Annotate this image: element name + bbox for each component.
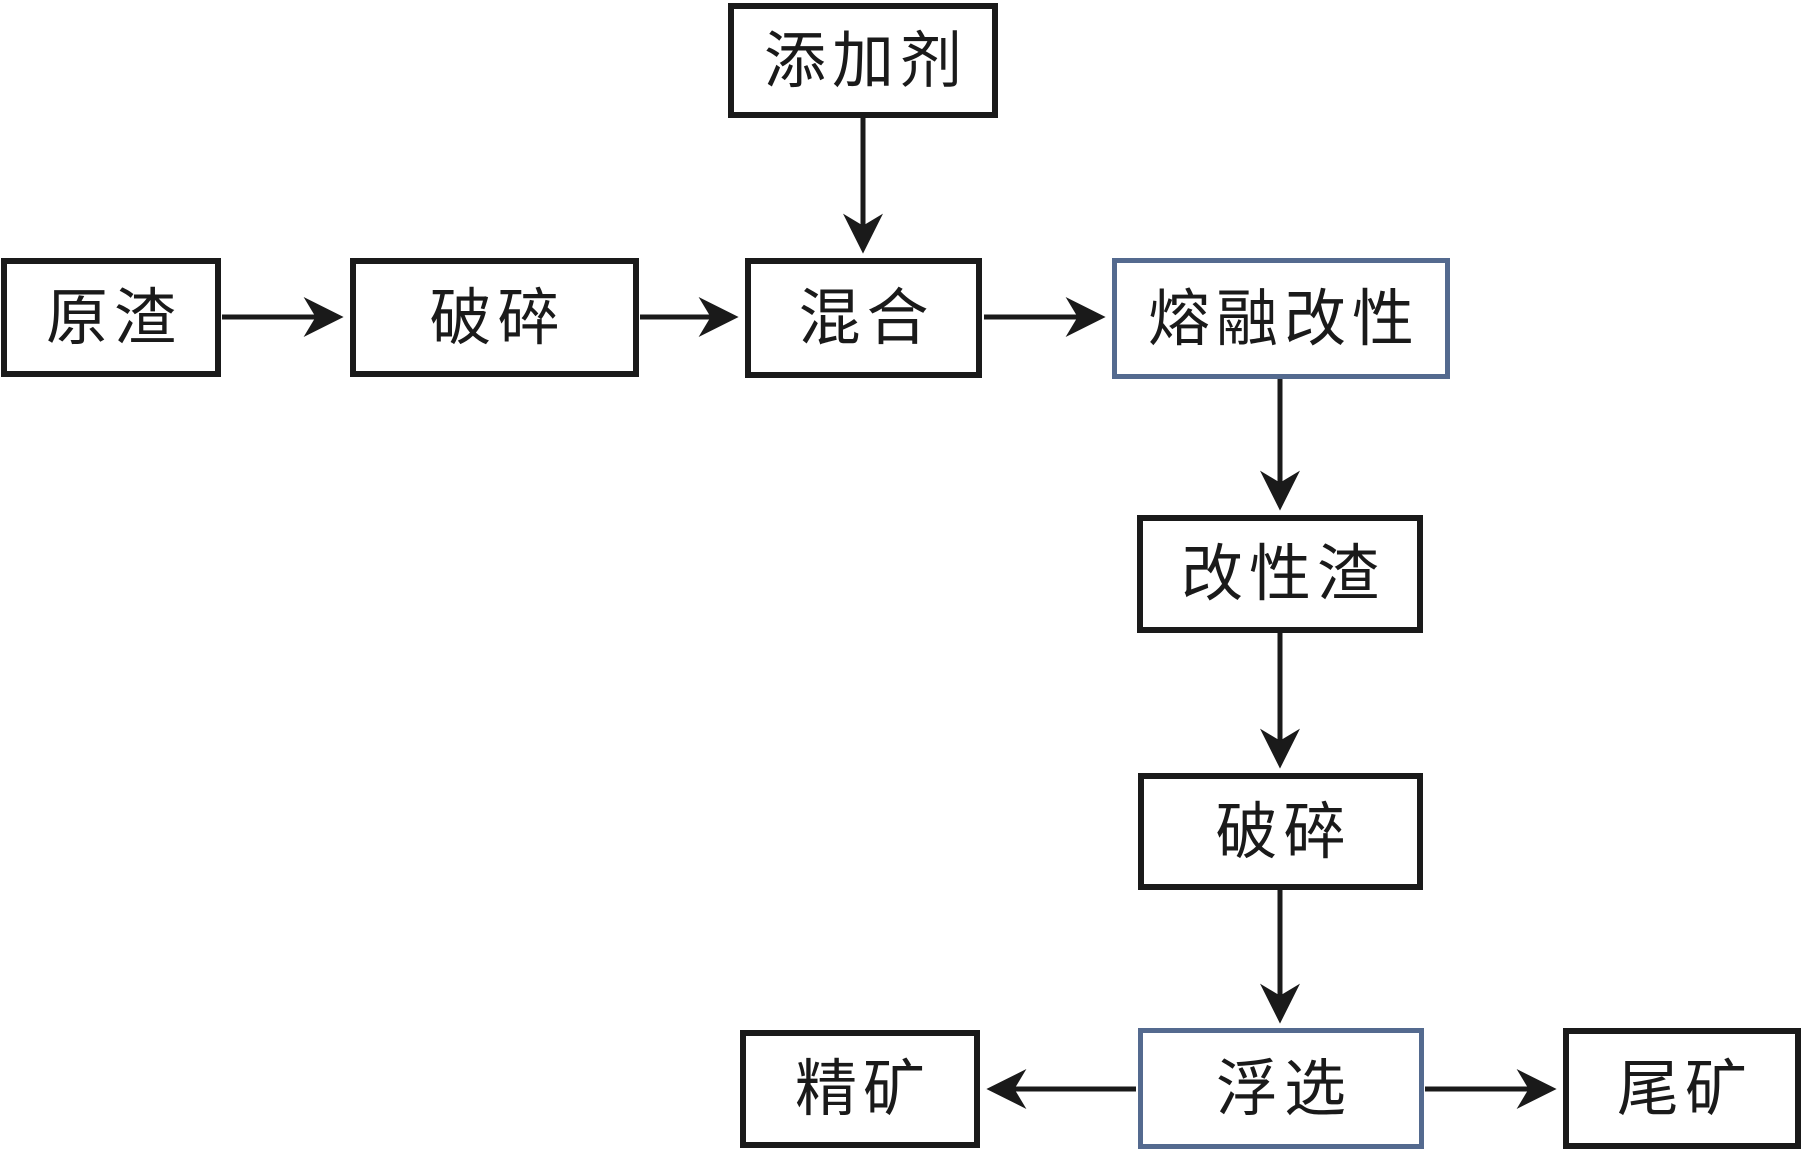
node-concentrate-label: 精矿	[794, 1052, 931, 1125]
node-tailings-label: 尾矿	[1616, 1051, 1753, 1125]
node-crushing-1: 破碎	[350, 258, 639, 377]
node-raw-slag: 原渣	[1, 258, 221, 377]
node-crushing-2-label: 破碎	[1215, 794, 1352, 868]
node-raw-slag-label: 原渣	[45, 280, 182, 354]
node-melt-modification: 熔融改性	[1112, 258, 1450, 379]
node-modified-slag: 改性渣	[1137, 515, 1423, 633]
node-crushing-2: 破碎	[1138, 773, 1423, 890]
node-additive: 添加剂	[728, 3, 998, 118]
node-mixing: 混合	[745, 258, 982, 378]
node-melt-modification-label: 熔融改性	[1147, 281, 1420, 355]
node-modified-slag-label: 改性渣	[1180, 537, 1385, 610]
node-flotation-label: 浮选	[1215, 1051, 1352, 1125]
node-flotation: 浮选	[1138, 1028, 1424, 1149]
node-concentrate: 精矿	[740, 1030, 980, 1148]
node-additive-label: 添加剂	[763, 23, 968, 97]
node-tailings: 尾矿	[1563, 1028, 1801, 1149]
node-mixing-label: 混合	[798, 281, 935, 354]
node-crushing-1-label: 破碎	[429, 280, 566, 354]
